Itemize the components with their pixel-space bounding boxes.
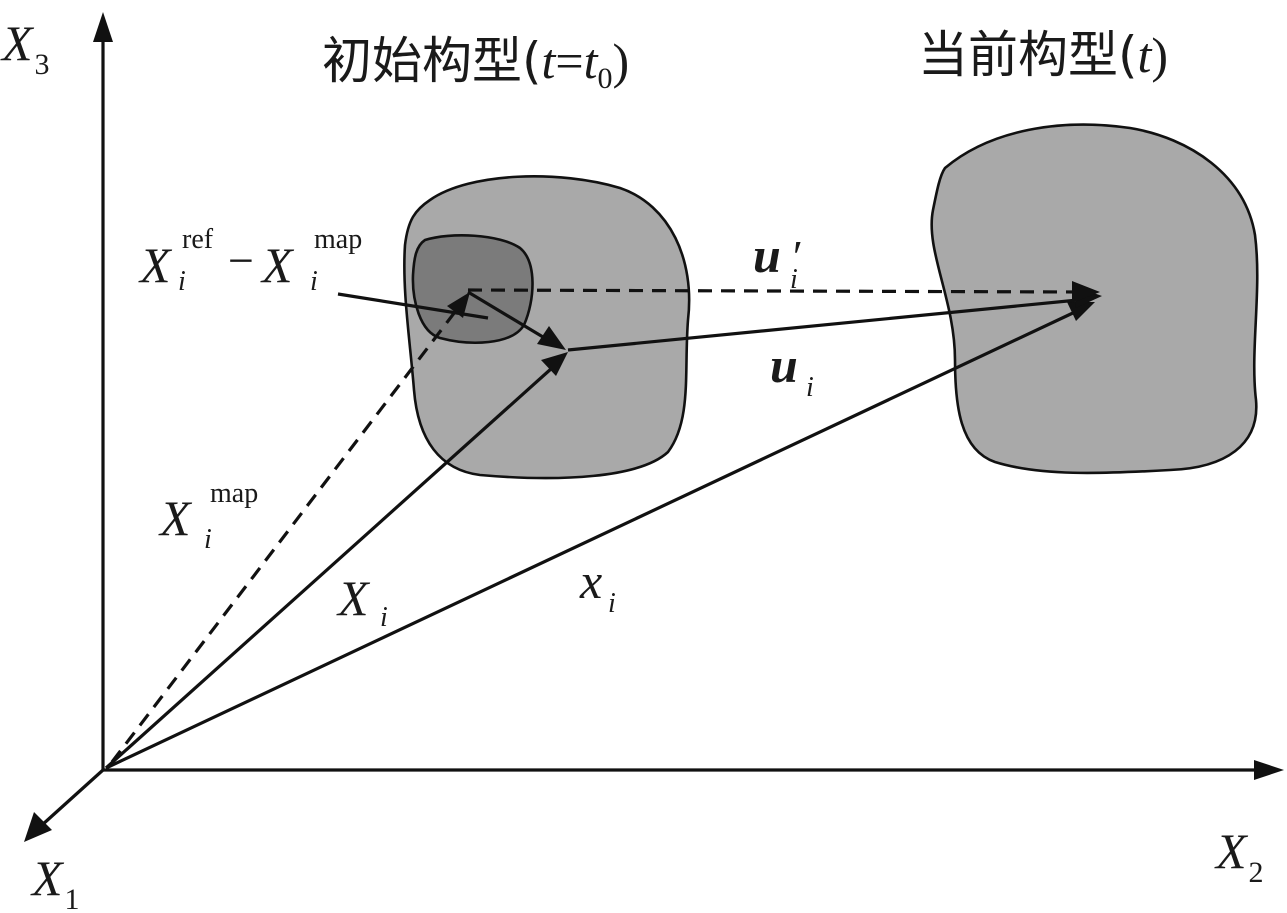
- initial-configuration-title: 初始构型(t=t0): [322, 32, 629, 95]
- svg-text:′: ′: [790, 231, 801, 282]
- svg-text:x: x: [579, 553, 602, 609]
- u-i-label: u i: [770, 337, 814, 403]
- label-pointer-line: [337, 292, 489, 320]
- x-i-vector: [104, 366, 554, 770]
- svg-text:u: u: [753, 227, 781, 283]
- ref-minus-map-label: X i ref − X i map: [138, 224, 362, 297]
- svg-text:i: i: [380, 602, 388, 633]
- u-prime-label: u ′ i: [753, 227, 801, 295]
- x-map-arrowhead: [447, 292, 470, 318]
- svg-text:X: X: [158, 490, 193, 546]
- lower-x-i-vector: [105, 310, 1076, 770]
- x-map-vector: [110, 307, 460, 763]
- svg-text:i: i: [204, 524, 212, 555]
- x3-axis-label: X3: [0, 15, 50, 81]
- lower-x-i-arrowhead: [1067, 302, 1095, 321]
- x-i-label: X i: [336, 570, 388, 633]
- svg-text:i: i: [608, 588, 616, 619]
- u-prime-vector: [467, 288, 1079, 294]
- u-i-vector: [567, 298, 1079, 352]
- x2-axis-label: X2: [1214, 823, 1264, 889]
- lower-x-i-label: x i: [579, 553, 616, 619]
- svg-text:X: X: [336, 570, 371, 626]
- u-prime-arrowhead: [1072, 281, 1100, 303]
- x3-axis-arrowhead: [93, 12, 113, 42]
- svg-text:map: map: [210, 478, 258, 509]
- x1-axis-arrowhead: [24, 812, 52, 842]
- x-i-arrowhead: [541, 352, 568, 376]
- svg-text:i: i: [310, 266, 318, 297]
- svg-text:ref: ref: [182, 224, 214, 255]
- x1-axis: [40, 768, 105, 827]
- svg-text:i: i: [178, 266, 186, 297]
- svg-text:X: X: [138, 237, 173, 293]
- x-map-label: X i map: [158, 478, 258, 555]
- svg-text:−: −: [228, 235, 254, 286]
- current-configuration-title: 当前构型(t): [918, 26, 1168, 84]
- ref-to-map-arrowhead: [537, 326, 566, 350]
- x1-axis-label: X1: [30, 850, 80, 913]
- svg-text:map: map: [314, 224, 362, 255]
- svg-text:i: i: [806, 372, 814, 403]
- svg-text:u: u: [770, 337, 798, 393]
- svg-text:i: i: [790, 264, 798, 295]
- x2-axis-arrowhead: [1254, 760, 1284, 780]
- ref-to-map-vector: [467, 290, 549, 342]
- svg-text:X: X: [260, 237, 295, 293]
